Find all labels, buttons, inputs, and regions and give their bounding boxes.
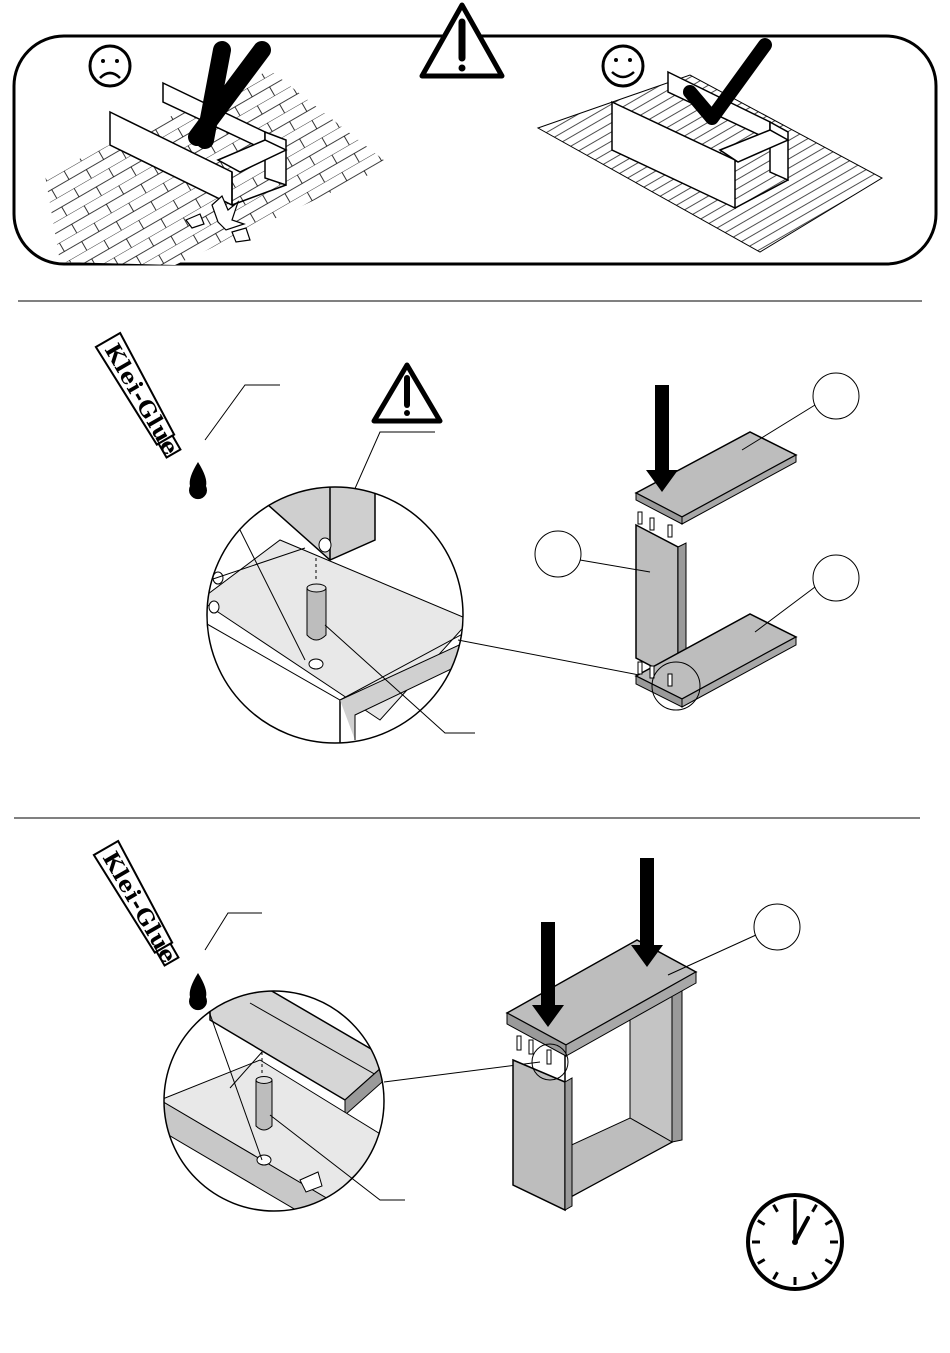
- part-callout-bubble: [535, 531, 581, 577]
- part-callout-bubble: [754, 904, 800, 950]
- warning-panel: [14, 5, 936, 265]
- glue-tube-brand: Klei-Glue: [97, 847, 182, 968]
- dowel-icon: [307, 584, 326, 640]
- step-1: Klei-Glue: [96, 333, 859, 750]
- step-2: Klei-Glue: [94, 841, 842, 1289]
- detail-zoom-circle: [160, 990, 390, 1230]
- glue-drop-icon: [189, 462, 207, 499]
- part-callout-bubble: [813, 555, 859, 601]
- smiley-face-icon: [603, 46, 643, 86]
- dowel-icon: [256, 1077, 272, 1131]
- press-down-arrow-icon: [532, 922, 564, 1027]
- clock-icon: [748, 1195, 842, 1289]
- assembly-drawing-step-2: [507, 858, 800, 1210]
- glue-tube-icon: Klei-Glue: [96, 333, 186, 461]
- press-down-arrow-icon: [631, 858, 663, 967]
- detail-zoom-circle: [200, 470, 480, 750]
- part-callout-bubble: [813, 373, 859, 419]
- glue-tube-icon: Klei-Glue: [94, 841, 184, 969]
- assembly-drawing-step-1: [535, 373, 859, 710]
- glue-drop-icon: [189, 973, 207, 1010]
- sad-face-icon: [90, 46, 130, 86]
- glue-tube-brand: Klei-Glue: [99, 339, 184, 460]
- press-down-arrow-icon: [646, 385, 678, 492]
